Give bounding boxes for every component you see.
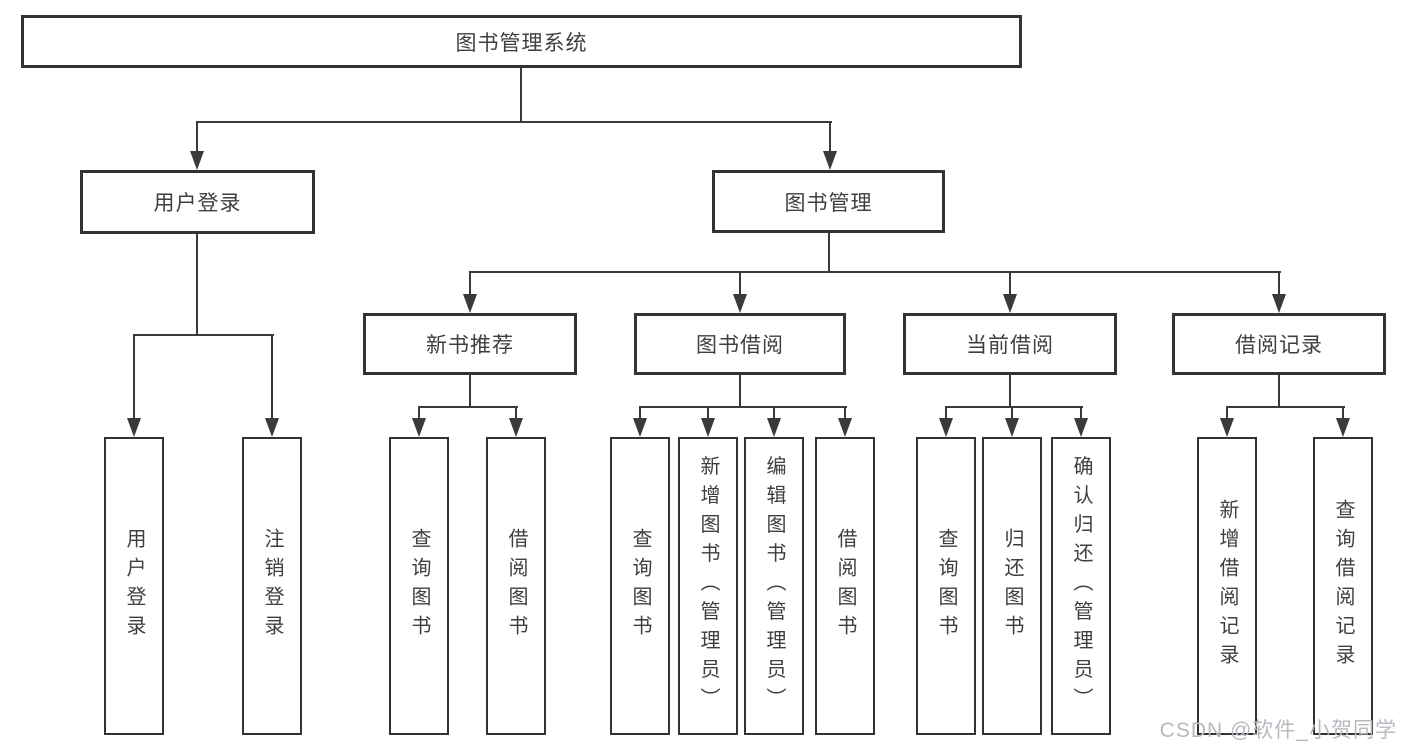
arrow-down-icon xyxy=(412,418,426,437)
node-label: 图书管理 xyxy=(784,191,873,215)
connector-hline xyxy=(418,406,518,408)
connector-vline xyxy=(1009,375,1011,408)
connector-vline xyxy=(773,406,775,422)
node-label: 当前借阅 xyxy=(966,334,1054,357)
leaf-query-books-current: 查询图书 xyxy=(916,437,976,735)
leaf-borrow-books-borrowing: 借阅图书 xyxy=(815,437,875,735)
leaf-add-borrow-record: 新增借阅记录 xyxy=(1197,437,1257,735)
leaf-return-book: 归还图书 xyxy=(982,437,1042,735)
arrow-down-icon xyxy=(823,151,837,170)
connector-hline xyxy=(133,334,274,336)
leaf-label: 借阅图书 xyxy=(834,528,856,644)
connector-vline xyxy=(1011,406,1013,422)
arrow-down-icon xyxy=(838,418,852,437)
node-borrowing-records: 借阅记录 xyxy=(1172,313,1386,375)
leaf-edit-book-admin: 编辑图书（管理员） xyxy=(744,437,804,735)
node-user-login: 用户登录 xyxy=(80,170,315,234)
arrow-down-icon xyxy=(633,418,647,437)
arrow-down-icon xyxy=(265,418,279,437)
node-book-borrowing: 图书借阅 xyxy=(634,313,846,375)
node-label: 新书推荐 xyxy=(426,334,514,357)
leaf-label: 查询图书 xyxy=(629,528,651,644)
connector-vline xyxy=(271,334,273,420)
leaf-label: 查询图书 xyxy=(935,528,957,644)
arrow-down-icon xyxy=(701,418,715,437)
arrow-down-icon xyxy=(509,418,523,437)
leaf-query-books-recommend: 查询图书 xyxy=(389,437,449,735)
leaf-query-books-borrowing: 查询图书 xyxy=(610,437,670,735)
connector-hline xyxy=(196,121,832,123)
connector-vline xyxy=(844,406,846,422)
connector-vline xyxy=(469,375,471,408)
connector-vline xyxy=(739,271,741,296)
arrow-down-icon xyxy=(1272,294,1286,313)
arrow-down-icon xyxy=(1003,294,1017,313)
arrow-down-icon xyxy=(733,294,747,313)
connector-vline xyxy=(1342,406,1344,422)
connector-vline xyxy=(739,375,741,408)
connector-vline xyxy=(1278,375,1280,408)
connector-vline xyxy=(639,406,641,422)
arrow-down-icon xyxy=(939,418,953,437)
leaf-label: 编辑图书（管理员） xyxy=(763,455,785,717)
leaf-query-borrow-record: 查询借阅记录 xyxy=(1313,437,1373,735)
leaf-label: 确认归还（管理员） xyxy=(1070,455,1092,717)
node-label: 图书借阅 xyxy=(696,334,784,357)
connector-hline xyxy=(945,406,1083,408)
arrow-down-icon xyxy=(190,151,204,170)
leaf-add-book-admin: 新增图书（管理员） xyxy=(678,437,738,735)
connector-vline xyxy=(1080,406,1082,422)
leaf-label: 查询图书 xyxy=(408,528,430,644)
node-library-management-system: 图书管理系统 xyxy=(21,15,1022,68)
leaf-label: 归还图书 xyxy=(1001,528,1023,644)
connector-vline xyxy=(1009,271,1011,296)
connector-vline xyxy=(196,234,198,335)
node-new-book-recommendation: 新书推荐 xyxy=(363,313,577,375)
leaf-label: 查询借阅记录 xyxy=(1332,499,1354,673)
connector-vline xyxy=(707,406,709,422)
arrow-down-icon xyxy=(127,418,141,437)
connector-vline xyxy=(196,121,198,154)
connector-vline xyxy=(1278,271,1280,296)
connector-vline xyxy=(828,233,830,273)
connector-hline xyxy=(639,406,847,408)
leaf-logout: 注销登录 xyxy=(242,437,302,735)
connector-vline xyxy=(1226,406,1228,422)
connector-vline xyxy=(133,334,135,420)
arrow-down-icon xyxy=(1336,418,1350,437)
leaf-label: 注销登录 xyxy=(261,528,283,644)
leaf-confirm-return-admin: 确认归还（管理员） xyxy=(1051,437,1111,735)
connector-hline xyxy=(469,271,1281,273)
leaf-user-login: 用户登录 xyxy=(104,437,164,735)
arrow-down-icon xyxy=(1220,418,1234,437)
connector-vline xyxy=(418,406,420,422)
node-current-borrowing: 当前借阅 xyxy=(903,313,1117,375)
connector-hline xyxy=(1226,406,1345,408)
leaf-label: 新增图书（管理员） xyxy=(697,455,719,717)
connector-vline xyxy=(469,271,471,296)
leaf-label: 借阅图书 xyxy=(505,528,527,644)
connector-vline xyxy=(520,68,522,122)
leaf-borrow-books-recommend: 借阅图书 xyxy=(486,437,546,735)
node-book-management: 图书管理 xyxy=(712,170,945,233)
leaf-label: 新增借阅记录 xyxy=(1216,499,1238,673)
node-label: 用户登录 xyxy=(153,192,242,215)
arrow-down-icon xyxy=(1005,418,1019,437)
node-label: 图书管理系统 xyxy=(455,31,588,55)
leaf-label: 用户登录 xyxy=(123,528,145,644)
node-label: 借阅记录 xyxy=(1235,334,1323,357)
connector-vline xyxy=(945,406,947,422)
arrow-down-icon xyxy=(1074,418,1088,437)
connector-vline xyxy=(515,406,517,422)
arrow-down-icon xyxy=(767,418,781,437)
connector-vline xyxy=(829,121,831,154)
arrow-down-icon xyxy=(463,294,477,313)
